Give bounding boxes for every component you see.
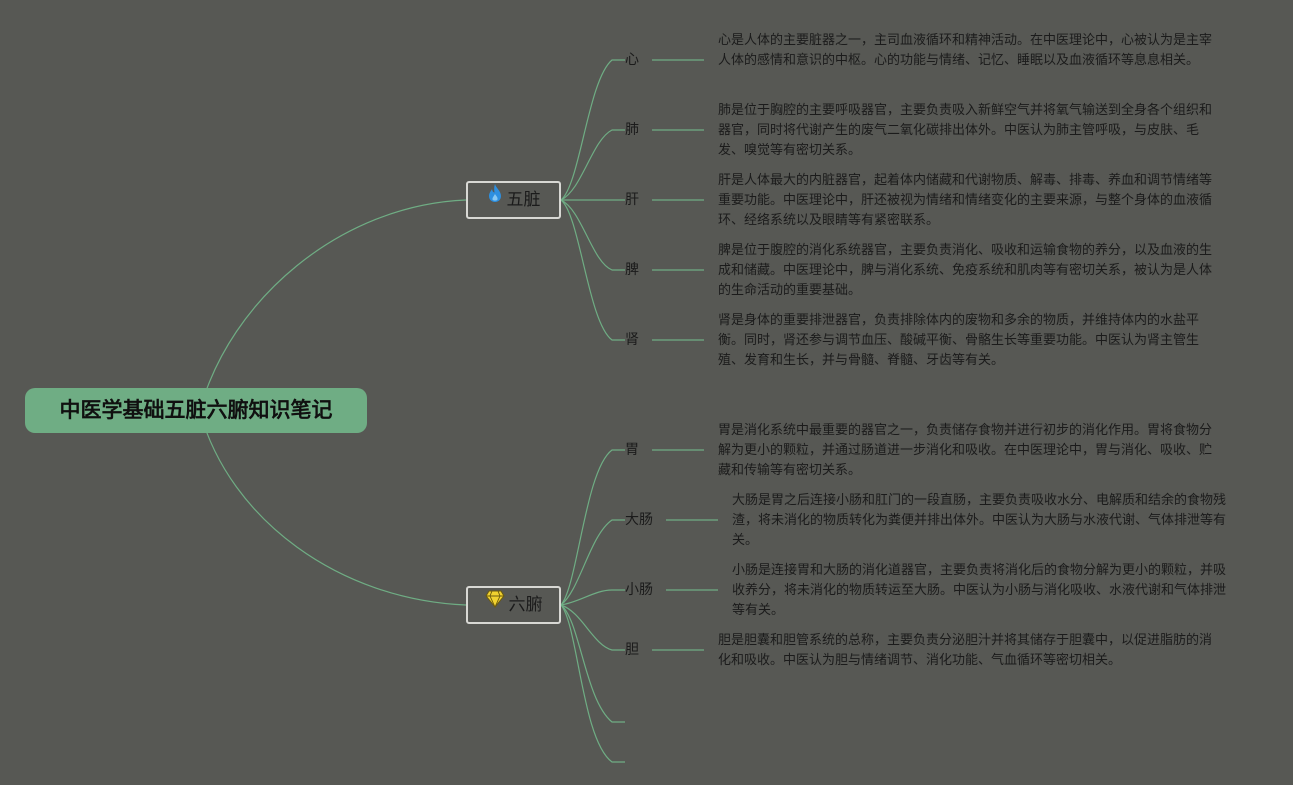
zang-connector-kidney <box>560 199 625 341</box>
branch-node-zang[interactable]: 五脏 <box>466 181 561 219</box>
organ-desc-small-intestine[interactable]: 小肠是连接胃和大肠的消化道器官，主要负责将消化后的食物分解为更小的颗粒，并吸收养… <box>732 563 1227 618</box>
organ-label-spleen[interactable]: 脾 <box>625 262 639 278</box>
fu-connector-empty-5 <box>560 604 625 723</box>
organ-desc-liver[interactable]: 肝是人体最大的内脏器官，起着体内储藏和代谢物质、解毒、排毒、养血和调节情绪等重要… <box>718 173 1213 228</box>
organ-label-large-intestine[interactable]: 大肠 <box>625 512 653 528</box>
organ-label-kidney[interactable]: 肾 <box>625 332 639 348</box>
organ-desc-lung[interactable]: 肺是位于胸腔的主要呼吸器官，主要负责吸入新鲜空气并将氧气输送到全身各个组织和器官… <box>718 103 1213 158</box>
root-to-zang-connector <box>199 199 467 411</box>
fire-icon <box>487 181 503 215</box>
fu-connector-large-intestine <box>560 519 625 606</box>
organ-desc-heart[interactable]: 心是人体的主要脏器之一，主司血液循环和精神活动。在中医理论中，心被认为是主宰人体… <box>718 33 1213 68</box>
zang-connector-heart <box>560 59 625 201</box>
organ-label-lung[interactable]: 肺 <box>625 122 639 138</box>
organ-label-gallbladder[interactable]: 胆 <box>625 642 639 658</box>
fu-connector-small-intestine <box>560 589 625 606</box>
zang-connector-spleen <box>560 199 625 271</box>
organ-desc-kidney[interactable]: 肾是身体的重要排泄器官，负责排除体内的废物和多余的物质，并维持体内的水盐平衡。同… <box>718 313 1200 368</box>
zang-connector-lung <box>560 129 625 201</box>
organ-label-liver[interactable]: 肝 <box>625 192 639 208</box>
root-to-fu-connector <box>199 411 467 606</box>
branch-label-zang: 五脏 <box>506 190 541 210</box>
fu-connector-gallbladder <box>560 604 625 651</box>
branch-label-fu: 六腑 <box>508 595 543 615</box>
branch-node-fu[interactable]: 六腑 <box>466 586 561 624</box>
organ-label-small-intestine[interactable]: 小肠 <box>625 582 653 598</box>
organ-desc-stomach[interactable]: 胃是消化系统中最重要的器官之一，负责储存食物并进行初步的消化作用。胃将食物分解为… <box>718 423 1213 478</box>
fu-connector-empty-6 <box>560 604 625 763</box>
diamond-icon <box>484 586 505 620</box>
organ-desc-large-intestine[interactable]: 大肠是胃之后连接小肠和肛门的一段直肠，主要负责吸收水分、电解质和结余的食物残渣，… <box>732 493 1227 548</box>
fu-connector-stomach <box>560 449 625 606</box>
root-node[interactable]: 中医学基础五脏六腑知识笔记 <box>25 388 367 433</box>
organ-desc-spleen[interactable]: 脾是位于腹腔的消化系统器官，主要负责消化、吸收和运输食物的养分，以及血液的生成和… <box>718 243 1213 298</box>
organ-desc-gallbladder[interactable]: 胆是胆囊和胆管系统的总称，主要负责分泌胆汁并将其储存于胆囊中，以促进脂肪的消化和… <box>718 633 1213 668</box>
organ-label-heart[interactable]: 心 <box>625 52 639 68</box>
organ-label-stomach[interactable]: 胃 <box>625 442 639 458</box>
